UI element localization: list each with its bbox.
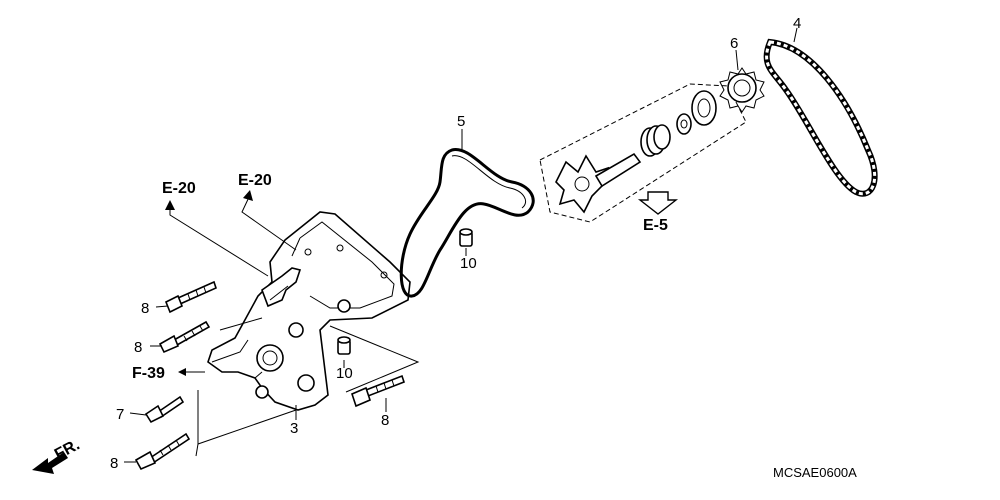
callout-8-upper: 8: [141, 300, 149, 317]
callout-4: 4: [793, 15, 801, 32]
o-ring: [399, 148, 535, 298]
ref-f39: F-39: [132, 365, 165, 382]
pump-sprocket: [719, 67, 765, 113]
front-direction-arrow-icon: [32, 452, 68, 474]
diagram-code: MCSAE0600A: [773, 465, 857, 480]
callout-8-bottom: 8: [110, 455, 118, 472]
pump-cover-assembly: [207, 211, 411, 411]
flange-bolt-lower-left: [144, 395, 185, 424]
callout-3: 3: [290, 420, 298, 437]
ref-e20-right: E-20: [238, 172, 272, 189]
pump-shaft-assembly-box: [539, 83, 747, 223]
leader-lines: [124, 27, 798, 463]
ref-e20-left: E-20: [162, 180, 196, 197]
drive-chain: [763, 38, 878, 197]
ref-e5: E-5: [643, 217, 668, 234]
flange-bolt-middle-left: [158, 320, 211, 354]
flange-bolt-right: [351, 374, 405, 408]
impeller-shaft-assembly: [555, 90, 717, 214]
callout-7: 7: [116, 406, 124, 423]
callout-8-right: 8: [381, 412, 389, 429]
flange-bolt-upper-left: [164, 280, 217, 314]
e20-right-arrow-icon: [243, 190, 253, 201]
callout-10-upper: 10: [460, 255, 477, 272]
f39-arrow-icon: [178, 368, 186, 376]
callout-6: 6: [730, 35, 738, 52]
flange-bolt-bottom-left: [134, 432, 191, 471]
dowel-pin-upper: [459, 228, 473, 247]
e20-left-arrow-icon: [165, 200, 175, 210]
callout-10-lower: 10: [336, 365, 353, 382]
callout-8-middle: 8: [134, 339, 142, 356]
dowel-pin-lower: [337, 336, 351, 355]
callout-5: 5: [457, 113, 465, 130]
e5-hollow-arrow-icon: [637, 191, 679, 215]
